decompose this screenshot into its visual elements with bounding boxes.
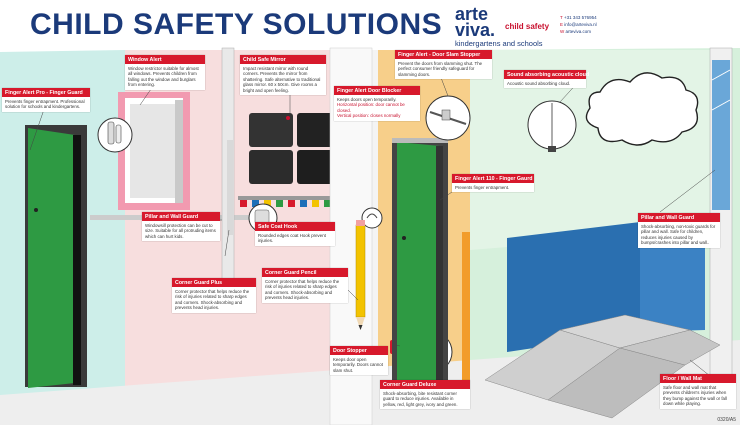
brand-line1: arte	[455, 4, 489, 24]
callout-title: Child Safe Mirror	[240, 55, 326, 64]
callout-door-slam-stopper: Finger Alert - Door Slam Stopper Prevent…	[395, 50, 492, 80]
callout-door-blocker: Finger Alert Door Blocker Keeps doors op…	[334, 86, 420, 121]
window-frame	[118, 92, 190, 210]
callout-text: Prevents finger entrapment.	[455, 185, 510, 190]
callout-title: Corner Guard Plus	[172, 278, 256, 287]
callout-title: Finger Alert 110 - Finger Gaurd	[452, 174, 534, 183]
cloud-hanger-zoom	[527, 100, 577, 152]
callout-title: Safe Coat Hook	[255, 222, 335, 231]
callout-text: Corner protector that helps reduce the r…	[175, 289, 250, 311]
callout-text: Windowsill protection can be cut to size…	[145, 223, 216, 239]
callout-text: Prevent the doors from slamming shut. Th…	[398, 61, 483, 77]
page-title: CHILD SAFETY SOLUTIONS	[30, 8, 443, 41]
contact-website: arteviva.com	[565, 29, 592, 34]
orange-corner-guard	[462, 232, 470, 382]
callout-door-stopper: Door Stopper Keeps door open temporarily…	[330, 346, 388, 376]
callout-text: Window restrictor suitable for almost al…	[128, 66, 199, 88]
callout-corner-guard-pencil: Corner Guard Pencil Corner protector tha…	[262, 268, 348, 303]
acoustic-cloud	[585, 72, 699, 146]
right-door	[392, 138, 448, 393]
callout-floor-wall-mat: Floor / Wall Mat Safe floor and wall mat…	[660, 374, 736, 409]
callout-text: Safe floor and wall mat that prevents ch…	[663, 385, 727, 407]
callout-window-alert: Window Alert Window restrictor suitable …	[125, 55, 205, 90]
callout-text: Prevents finger entrapment. Professional…	[5, 99, 85, 110]
callout-title: Floor / Wall Mat	[660, 374, 736, 383]
callout-title: Finger Alert Pro - Finger Guard	[2, 88, 90, 97]
callout-text: Shock-absorbing, non-toxic guards for pi…	[641, 224, 716, 246]
brand-line2: viva.	[455, 20, 496, 40]
callout-pillar-guard-left: Pillar and Wall Guard Windowsill protect…	[142, 212, 220, 242]
document-code: 0320/A5	[717, 417, 736, 423]
callout-child-safe-mirror: Child Safe Mirror Impact resistant mirro…	[240, 55, 326, 96]
callout-text: Rounded edges coat Hook prevent injuries…	[258, 233, 326, 244]
brand-logo: arte viva. child safety kindergartens an…	[455, 4, 555, 48]
brand-tagline: child safety	[505, 22, 550, 31]
pencil-corner-guard	[355, 220, 366, 330]
window-alert-device	[97, 117, 133, 153]
callout-title: Finger Alert Door Blocker	[334, 86, 420, 95]
callout-title: Finger Alert - Door Slam Stopper	[395, 50, 492, 59]
contact-phone: +31 343 576954	[563, 15, 597, 20]
callout-text: Impact resistant mirror with round corne…	[243, 66, 321, 93]
callout-pillar-guard-right: Pillar and Wall Guard Shock-absorbing, n…	[638, 213, 720, 248]
slam-stopper-zoom	[425, 95, 471, 141]
callout-safe-coat-hook: Safe Coat Hook Rounded edges coat Hook p…	[255, 222, 335, 246]
callout-text: Corner protector that helps reduce the r…	[265, 279, 340, 301]
brand-subline: kindergartens and schools	[455, 39, 543, 48]
corner-guard-plus	[227, 140, 233, 235]
right-pillar	[709, 47, 733, 379]
callout-vertical: Vertical position: closes normally	[337, 113, 401, 119]
callout-title: Window Alert	[125, 55, 205, 64]
callout-text: Keeps door open temporarily. Doors canno…	[333, 357, 383, 373]
callout-title: Corner Guard Deluxe	[380, 380, 470, 389]
callout-horizontal: Horizontal position: door cannot be clos…	[337, 102, 405, 113]
callout-corner-guard-deluxe: Corner Guard Deluxe Shock-absorbing, bit…	[380, 380, 470, 410]
callout-title: Corner Guard Pencil	[262, 268, 348, 277]
coat-hook-rack	[238, 196, 338, 207]
callout-finger-alert-pro: Finger Alert Pro - Finger Guard Prevents…	[2, 88, 90, 112]
callout-acoustic-cloud: Sound absorbing acoustic cloud Acoustic …	[504, 70, 589, 89]
left-door	[25, 125, 87, 388]
contact-info: T +31 343 576954 E info@arteviva.nl W ar…	[560, 15, 597, 34]
callout-title: Door Stopper	[330, 346, 388, 355]
callout-text: Keeps doors open temporarily.	[337, 97, 397, 102]
callout-finger-alert-110: Finger Alert 110 - Finger Gaurd Prevents…	[452, 174, 534, 193]
callout-title: Sound absorbing acoustic cloud	[504, 70, 589, 79]
callout-title: Pillar and Wall Guard	[142, 212, 220, 221]
floor-mats	[484, 314, 721, 419]
callout-corner-guard-plus: Corner Guard Plus Corner protector that …	[172, 278, 256, 313]
contact-email: info@arteviva.nl	[564, 22, 597, 27]
callout-text: Acoustic sound absorbing cloud.	[507, 81, 571, 86]
callout-text: Shock-absorbing, bite resistant corner g…	[383, 391, 458, 407]
callout-title: Pillar and Wall Guard	[638, 213, 720, 222]
